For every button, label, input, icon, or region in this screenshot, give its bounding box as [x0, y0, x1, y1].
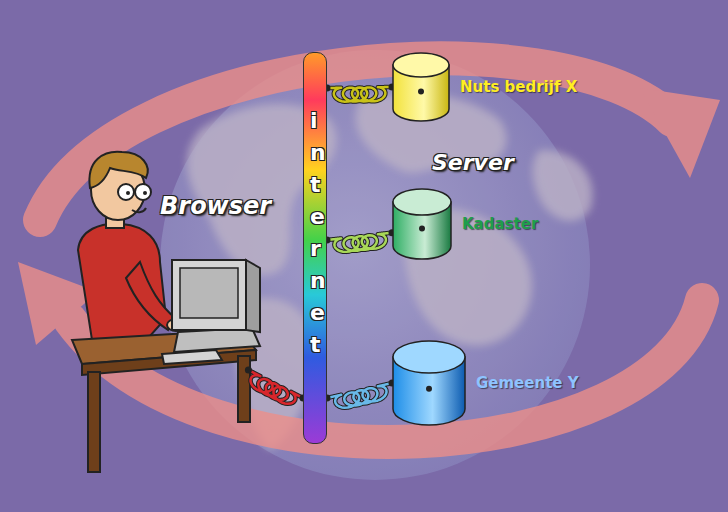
- cable-colour: [327, 233, 392, 252]
- server-name: Nuts bedrijf X: [458, 76, 579, 98]
- cable: [245, 367, 307, 404]
- cable: [324, 84, 396, 102]
- desk: [72, 330, 256, 472]
- cable-colour: [327, 383, 392, 408]
- client-label: Browser: [156, 192, 296, 220]
- network-bar: internet: [303, 52, 327, 444]
- group-label: Server: [432, 150, 514, 175]
- client-computer: Browser: [156, 192, 296, 370]
- cable-colour: [327, 87, 392, 102]
- database-cylinder: [392, 52, 450, 122]
- computer-illustration: [156, 220, 296, 370]
- server-name: Kadaster: [460, 213, 540, 235]
- coiled-cable: [327, 233, 392, 252]
- database-cylinder: [392, 340, 466, 426]
- coiled-cable: [327, 383, 392, 408]
- cycle-arrows: [18, 58, 720, 441]
- coiled-cable: [327, 87, 392, 102]
- database-cylinder: [392, 188, 452, 260]
- cable-colour: [248, 370, 303, 404]
- server-name: Gemeente Y: [474, 372, 581, 394]
- coiled-cable: [248, 370, 303, 404]
- cable: [324, 229, 396, 252]
- user-figure: [78, 152, 185, 340]
- network-label: internet: [310, 105, 320, 361]
- cable: [324, 380, 396, 408]
- plug-dot: [245, 367, 252, 374]
- server-database: Kadaster: [392, 188, 540, 260]
- server-database: Nuts bedrijf X: [392, 52, 579, 122]
- server-database: Gemeente Y: [392, 340, 581, 426]
